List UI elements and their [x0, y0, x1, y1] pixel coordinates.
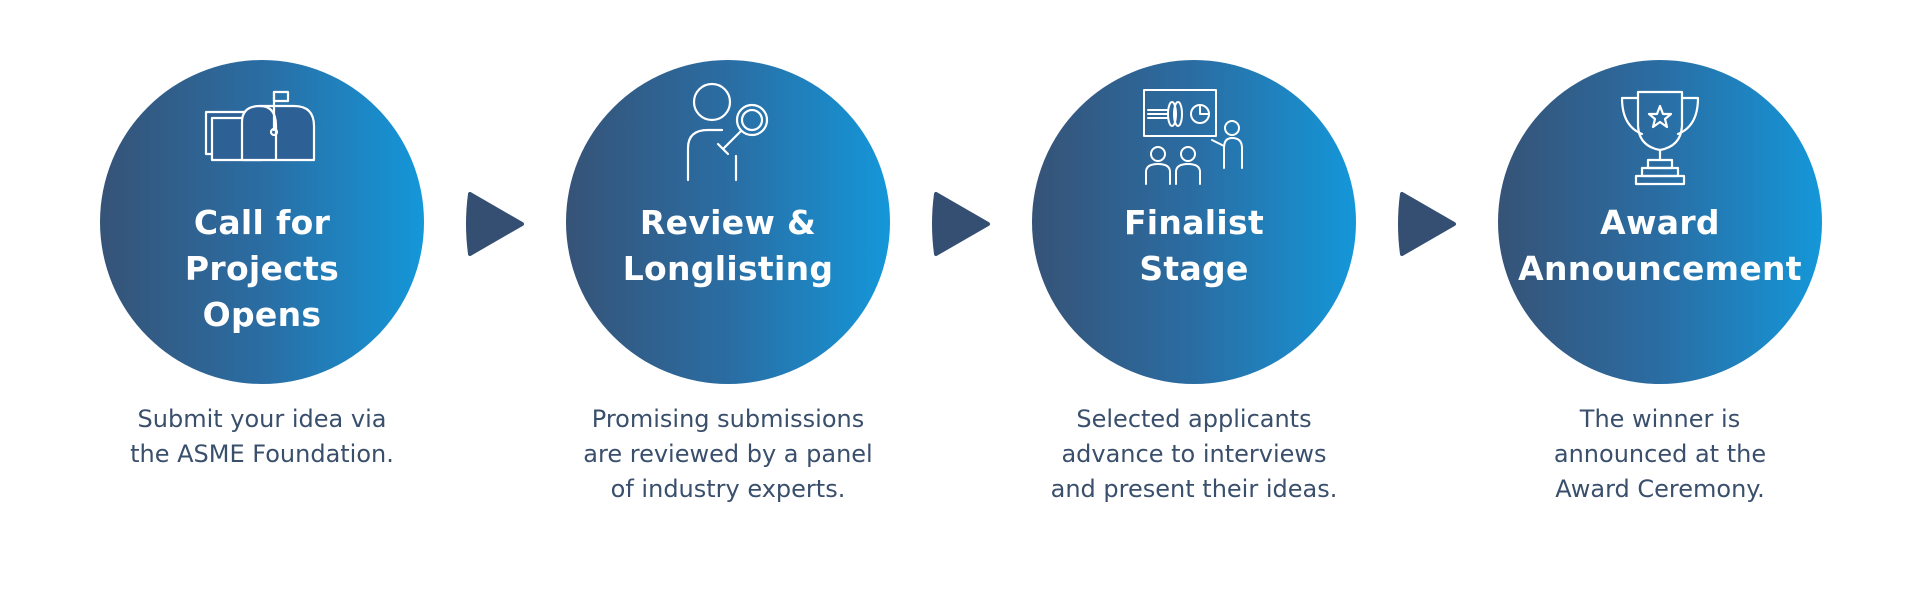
step-circle: Finalist Stage	[1032, 60, 1356, 384]
step-description: Selected applicants advance to interview…	[984, 402, 1404, 507]
step-call-for-projects: Call for Projects Opens Submit your idea…	[52, 0, 472, 601]
arrow-right-icon	[1398, 190, 1458, 258]
step-award-announcement: Award Announcement The winner is announc…	[1450, 0, 1870, 601]
step-finalist-stage: Finalist Stage Selected applicants advan…	[984, 0, 1404, 601]
step-title-line: Projects	[184, 249, 340, 288]
step-title-line: Opens	[202, 295, 322, 334]
trophy-icon	[1618, 90, 1702, 186]
description-line: The winner is	[1579, 405, 1741, 433]
step-title-line: Call for	[193, 203, 331, 242]
step-circle: Review & Longlisting	[566, 60, 890, 384]
step-description: Submit your idea via the ASME Foundation…	[52, 402, 472, 472]
step-title-line: Review &	[639, 203, 817, 242]
description-line: and present their ideas.	[1050, 475, 1338, 503]
arrow-right-icon	[932, 190, 992, 258]
step-title-line: Finalist	[1123, 203, 1265, 242]
description-line: Award Ceremony.	[1555, 475, 1765, 503]
description-line: announced at the	[1553, 440, 1767, 468]
step-review-longlisting: Review & Longlisting Promising submissio…	[518, 0, 938, 601]
description-line: Submit your idea via	[137, 405, 387, 433]
description-line: of industry experts.	[610, 475, 846, 503]
arrow-right-icon	[466, 190, 526, 258]
description-line: are reviewed by a panel	[583, 440, 873, 468]
description-line: advance to interviews	[1061, 440, 1327, 468]
step-title-line: Announcement	[1518, 249, 1802, 288]
step-description: The winner is announced at the Award Cer…	[1450, 402, 1870, 507]
step-title-line: Award	[1600, 203, 1720, 242]
description-line: Promising submissions	[591, 405, 865, 433]
presentation-icon	[1142, 88, 1246, 188]
description-line: the ASME Foundation.	[130, 440, 394, 468]
step-circle: Award Announcement	[1498, 60, 1822, 384]
step-title-line: Stage	[1139, 249, 1249, 288]
description-line: Selected applicants	[1076, 405, 1312, 433]
mailbox-icon	[202, 88, 322, 168]
step-circle: Call for Projects Opens	[100, 60, 424, 384]
step-description: Promising submissions are reviewed by a …	[518, 402, 938, 507]
step-title-line: Longlisting	[622, 249, 834, 288]
person-magnifier-icon	[678, 82, 778, 182]
